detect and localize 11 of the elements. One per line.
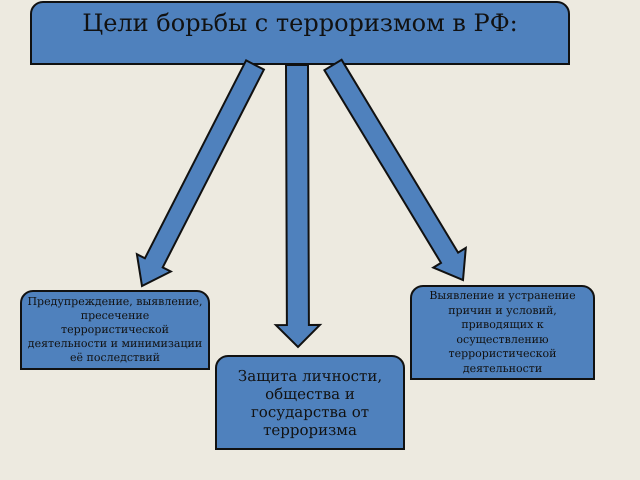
block-arrow (136, 59, 266, 288)
goal-box (410, 285, 595, 380)
goal-text: Защита личности, общества и государства от терроризма (236, 366, 384, 438)
block-arrow (274, 64, 322, 348)
goal-box (20, 290, 210, 370)
goal-box (215, 355, 405, 450)
goal-text: Выявление и устранение причин и условий, приводящих к осуществлению террористической деятельности (428, 289, 577, 376)
goal-text: Предупреждение, выявление, пресечение террористической деятельности и минимизации её последствий (27, 295, 203, 365)
title-text: Цели борьбы с терроризмом в РФ: (82, 9, 518, 37)
title-box (30, 1, 570, 65)
block-arrow (323, 58, 467, 282)
